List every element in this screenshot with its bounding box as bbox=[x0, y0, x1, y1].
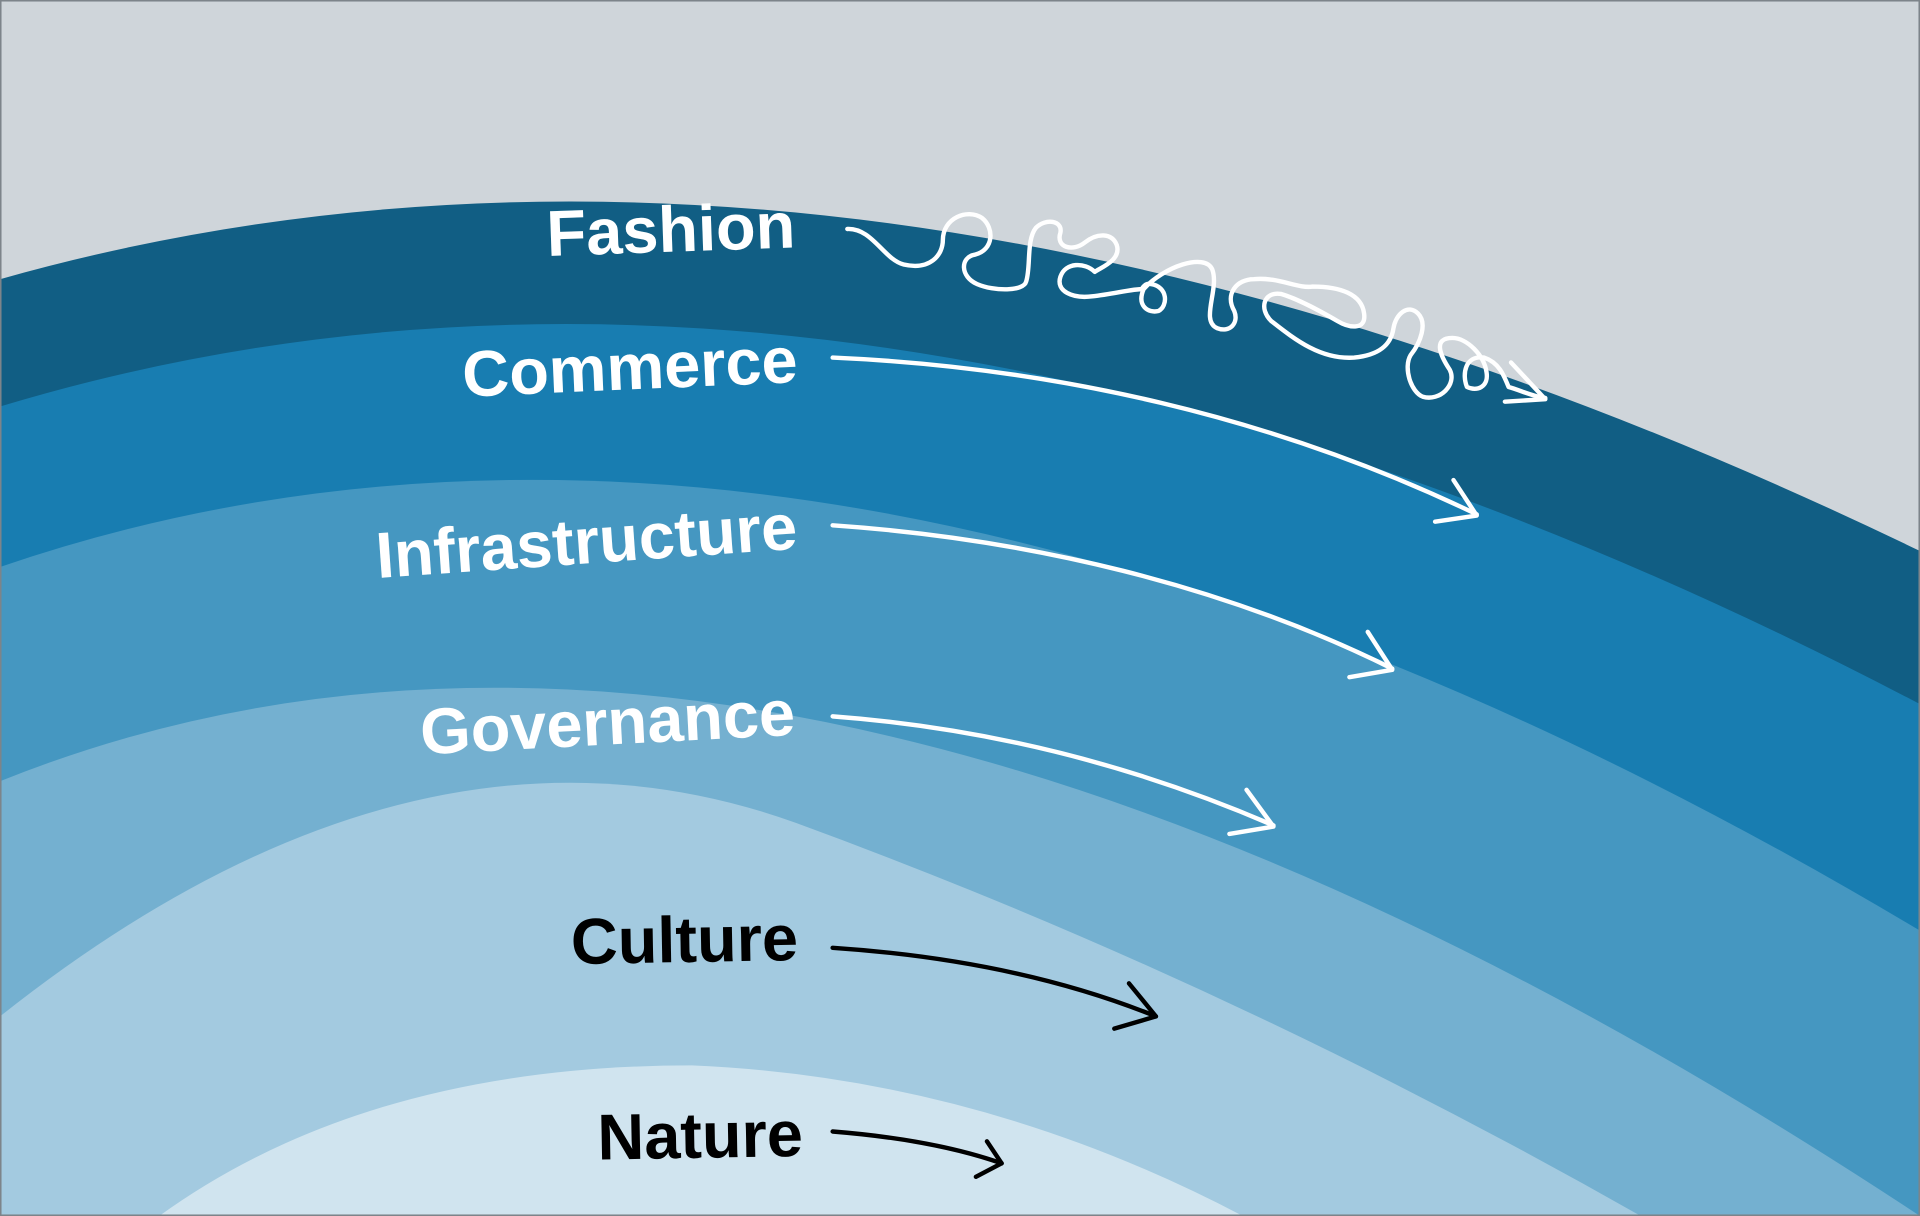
arrow-icon-infrastructure bbox=[830, 523, 1395, 680]
arrow-icon-governance bbox=[830, 714, 1276, 837]
layer-label-nature: Nature bbox=[597, 1097, 804, 1174]
arrow-icon-culture bbox=[830, 945, 1159, 1031]
arrow-icon-commerce bbox=[830, 355, 1479, 524]
layer-label-fashion: Fashion bbox=[545, 188, 796, 270]
layer-band-nature bbox=[159, 1065, 1243, 1216]
squiggle-arrow-icon bbox=[845, 212, 1548, 404]
layer-label-commerce: Commerce bbox=[461, 323, 799, 411]
arrow-icon-nature bbox=[830, 1129, 1004, 1180]
layer-label-culture: Culture bbox=[570, 901, 798, 978]
